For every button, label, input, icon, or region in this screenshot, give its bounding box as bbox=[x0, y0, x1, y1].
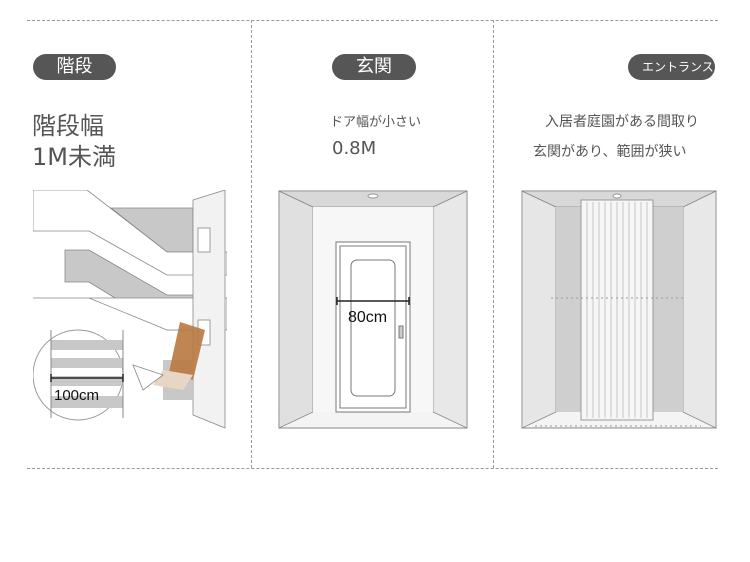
tag-stairs: 階段 bbox=[33, 54, 116, 80]
stairs-width: 1M未満 bbox=[32, 143, 116, 171]
tag-entrance: エントランス bbox=[628, 54, 715, 80]
door-desc: ドア幅が小さい bbox=[330, 115, 422, 130]
column-divider bbox=[251, 20, 252, 468]
measure-100cm: 100cm bbox=[54, 387, 99, 404]
door-illustration: 80cm bbox=[278, 190, 468, 429]
column-divider bbox=[493, 20, 494, 468]
entrance-desc-1: 入居者庭園がある間取り bbox=[545, 114, 699, 130]
partition-curtain-illustration bbox=[521, 190, 717, 429]
stairs-illustration: 100cm bbox=[33, 190, 227, 430]
door-width: 0.8M bbox=[332, 138, 377, 159]
bottom-divider bbox=[27, 468, 718, 469]
tag-genkan: 玄関 bbox=[332, 54, 416, 80]
measure-80cm: 80cm bbox=[348, 309, 387, 326]
entrance-desc-2: 玄関があり、範囲が狭い bbox=[533, 144, 687, 160]
stairs-title: 階段幅 bbox=[32, 112, 104, 140]
top-divider bbox=[27, 20, 718, 21]
